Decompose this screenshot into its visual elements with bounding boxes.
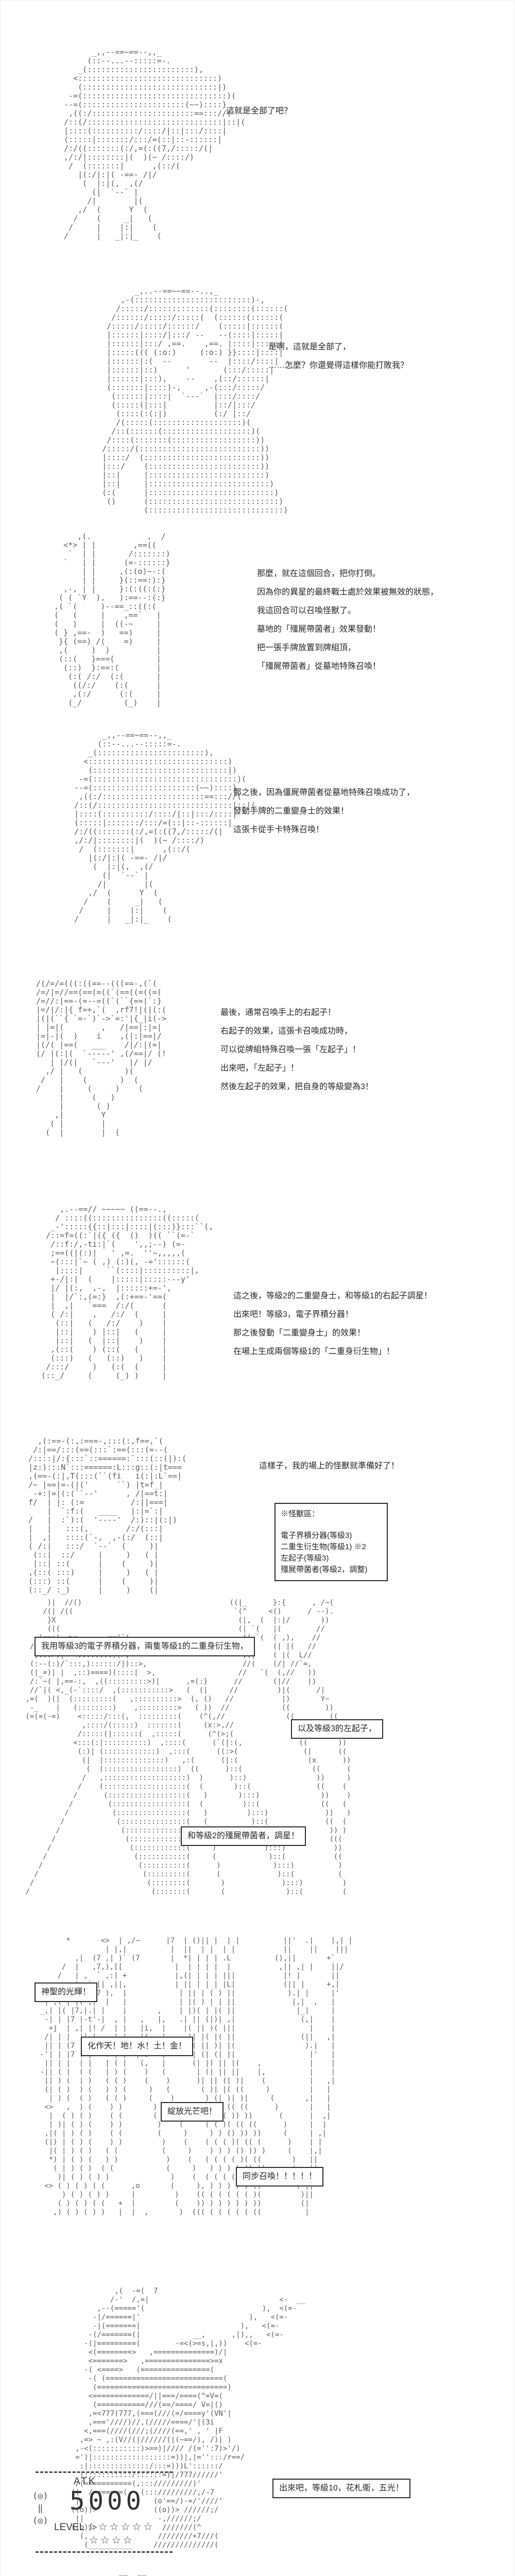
level-label: LEVEL: [54, 2522, 84, 2533]
dialogue-panel-2: 是啊，這就是全部了， ……怎麼？你還覺得這樣你能打敗我？: [268, 338, 408, 375]
dialogue-line: 那之後發動「二重變身士」的效果！: [233, 1329, 366, 1337]
dialogue-line: 因為你的異星的最終戰士處於效果被無效的狀態，: [257, 588, 439, 597]
dialogue-line: 墓地的「殭屍帶菌者」效果發動！: [257, 625, 381, 634]
callout-tuning-materials-1: 我用等級3的電子界積分器，兩隻等級1的二重身衍生物，: [35, 1637, 255, 1656]
dialogue-line: 把一張手牌放置到牌組頂，: [257, 643, 356, 652]
ascii-art-spiky-panel-5: /(/=/=(((:((==--(((==-,(`( /=/|=//==(==(…: [36, 979, 166, 1137]
ascii-art-girl-panel-11: _,..--==~~==--..,_ ,-(::::::::::::::::::…: [44, 2572, 244, 2576]
callout-synchro-summon: 同步召喚！！！！！: [236, 2167, 324, 2187]
ascii-art-burst-panel-9: * <> | ,/~ |7 | ()|| | | | ||' .| |,| | …: [40, 1937, 353, 2216]
dialogue-line: 那之後，因為僵屍帶菌者從墓地特殊召喚成功了，: [233, 788, 415, 797]
atk-value: 5000: [70, 2486, 145, 2516]
atk-label: ATK: [74, 2476, 97, 2487]
dialogue-line: 「殭屍帶菌者」從墓地特殊召喚！: [257, 662, 381, 671]
callout-chant-2: 化作天！地！水！土！金！: [81, 2037, 194, 2056]
dialogue-line: ……怎麼？你還覺得這樣你能打敗我？: [268, 361, 409, 370]
dialogue-panel-1: 這就是全部了吧？: [226, 102, 292, 121]
dialogue-line: 這就是全部了吧？: [226, 107, 293, 115]
ascii-art-girl-panel-2: _,..--==~~==--..,_ ,-(::::::::::::::::::…: [102, 286, 288, 515]
ascii-art-boy-panel-4: _,,--==~==--,,_ (::--...--:::::=-. _(:::…: [74, 731, 256, 924]
dialogue-panel-7: 這樣子，我的場上的怪獸就準備好了！: [259, 1457, 399, 1476]
badge-bolt-icon: (◎) ‖ (◎): [32, 2491, 48, 2526]
callout-chant-3: 綻放光芒吧！: [161, 2102, 224, 2122]
dialogue-line: 這之後，等級2的二重變身士，和等級1的右起子調星！: [233, 1292, 432, 1300]
ascii-art-smile-panel-7: ,(:==-(:,:===-,:::(:,f==,`( /:|==/:::(==…: [28, 1436, 187, 1595]
monster-zone-entry: 電子界積分器(等級3): [281, 1531, 352, 1540]
dialogue-panel-4: 那之後，因為僵屍帶菌者從墓地特殊召喚成功了， 發動手牌的二重變身士的效果！ 這張…: [233, 784, 415, 839]
dialogue-line: 這張卡從手卡特殊召喚！: [233, 825, 324, 834]
dialogue-line: 這樣子，我的場上的怪獸就準備好了！: [259, 1462, 400, 1470]
dialogue-line: 發動手牌的二重變身士的效果！: [233, 807, 349, 816]
ascii-art-pointing-panel-3: ,(. , / <*> | | ,==(( ` | | /:::::::) ` …: [54, 532, 170, 707]
level-row: LEVEL ☆☆☆☆☆☆: [54, 2520, 154, 2533]
atk-level-display: (◎) ‖ (◎) ATK 5000 LEVEL ☆☆☆☆☆☆ ☆☆☆☆: [32, 2471, 173, 2553]
callout-chant-1: 神聖的光輝！: [35, 1982, 98, 2002]
dialogue-line: 是啊，這就是全部了，: [268, 343, 351, 351]
ascii-art-boy-panel-1: _,,--==~==--,,_ (::--...--:::::=-. _(:::…: [64, 47, 246, 241]
callout-tuning-materials-3: 和等級2的殭屍帶菌者，調星！: [181, 1826, 306, 1846]
monster-zone-entry: 二重生衍生物(等級1) ※2: [281, 1543, 366, 1551]
level-stars-row-2: ☆☆☆☆: [89, 2535, 134, 2546]
level-stars-row-1: ☆☆☆☆☆☆: [87, 2521, 155, 2533]
monster-zone-entry: 左起子(等級3): [281, 1554, 329, 1563]
monster-zone-title: ※怪獸區：: [281, 1510, 320, 1518]
callout-summon-goko: 出來吧，等級10，花札衛，五光！: [272, 2479, 410, 2498]
ascii-art-monster-panel-10: ,( -=( 7 /-' /,=| <- __ ,--(====='( ), <…: [71, 2287, 306, 2549]
dialogue-line: 然後左起子的效果，把自身的等級變為3！: [220, 1082, 373, 1091]
ascii-art-bob-panel-6: ,.--==// ~~~~~ ((==--., / ::::((::::::::…: [41, 1205, 214, 1380]
dialogue-line: 在場上生成兩個等級1的「二重身衍生物」！: [233, 1347, 394, 1356]
dialogue-line: 可以從牌組特殊召喚一張「左起子」！: [220, 1045, 361, 1054]
dialogue-line: 右起子的效果，這張卡召喚成功時，: [220, 1027, 353, 1036]
dialogue-panel-3: 那麼，就在這個回合，把你打倒。 因為你的異星的最終戰士處於效果被無效的狀態， 我…: [257, 565, 438, 676]
dialogue-line: 出來吧，「左起子」！: [220, 1064, 299, 1073]
dialogue-panel-6: 這之後，等級2的二重變身士，和等級1的右起子調星！ 出來吧！等級3，電子界積分器…: [233, 1287, 432, 1361]
dialogue-line: 出來吧！等級3，電子界積分器！: [233, 1310, 353, 1319]
callout-tuning-materials-2: 以及等級3的左起子，: [291, 1719, 383, 1739]
ascii-art-duel-panel-8: )| //() ((|_ }:{ , /~( /(| /(( `(^ <() /…: [25, 1599, 351, 1896]
dialogue-line: 最後，通常召喚手上的右起子！: [220, 1008, 336, 1017]
monster-zone-entry: 殭屍帶菌者(等級2，調整): [281, 1565, 368, 1574]
dialogue-line: 那麼，就在這個回合，把你打倒。: [257, 569, 381, 578]
dialogue-panel-5: 最後，通常召喚手上的右起子！ 右起子的效果，這張卡召喚成功時， 可以從牌組特殊召…: [220, 1004, 373, 1096]
monster-zone-box: ※怪獸區： 電子界積分器(等級3) 二重生衍生物(等級1) ※2 左起子(等級3…: [274, 1503, 388, 1581]
dialogue-line: 我這回合可以召喚怪獸了。: [257, 606, 356, 615]
